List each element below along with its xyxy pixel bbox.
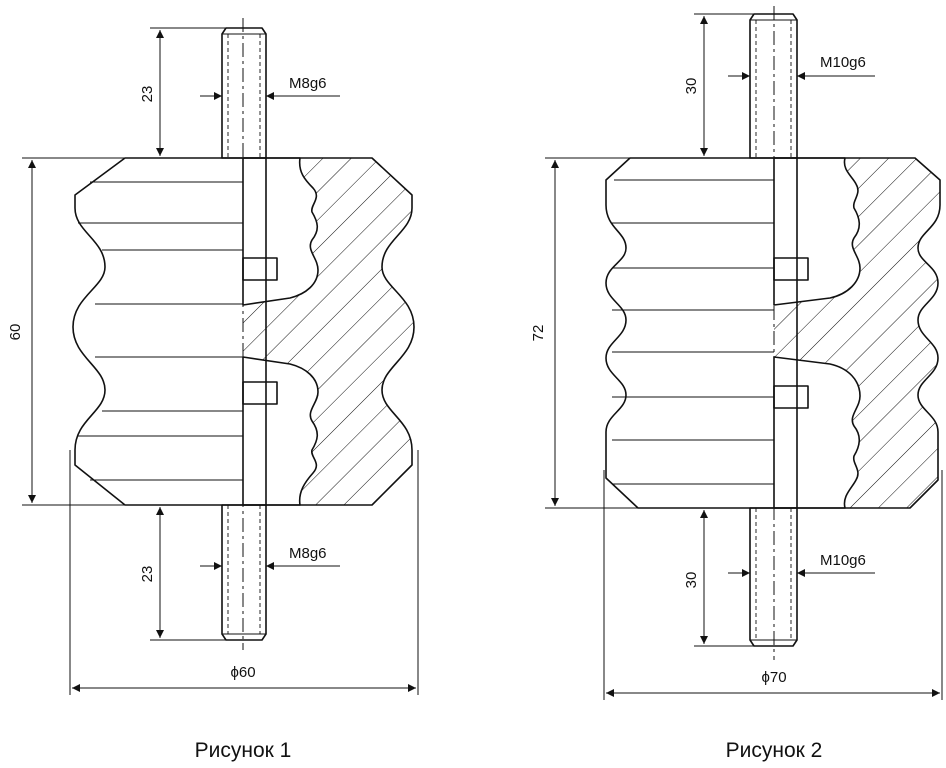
figure-1-bottom-stud-dim: 23 [139,566,156,583]
figure-1-diameter-dim: ϕ60 [230,664,255,681]
figure-2-thread-top: M10g6 [820,54,866,71]
figure-2-height-dim: 72 [530,325,547,342]
figure-2-diameter-dim: ϕ70 [761,669,786,686]
figure-1-caption: Рисунок 1 [195,739,292,762]
figure-1: 60 23 M8g6 23 M8g6 ϕ60 Рисунок 1 [7,18,419,762]
figure-2: 72 30 M10g6 30 M10g6 ϕ70 Рисунок 2 [530,6,943,762]
figure-1-bottom-insert-hatch [242,356,319,506]
figure-2-thread-bottom: M10g6 [820,552,866,569]
figure-2-top-stud-dim: 30 [683,78,700,95]
figure-2-bottom-insert-hatch [773,356,861,509]
figure-1-body-outline [72,157,415,506]
figure-2-top-insert [774,158,860,305]
figure-2-body-outline [605,157,941,509]
figure-1-top-insert-hatch [242,157,319,306]
figure-2-bottom-stud-dim: 30 [683,572,700,589]
figure-1-bottom-insert [243,357,318,505]
figure-1-top-insert [243,158,318,305]
figure-2-caption: Рисунок 2 [726,739,823,762]
figure-2-bottom-insert [774,357,860,508]
figure-1-thread-bottom: M8g6 [289,545,327,562]
figure-1-top-stud-dim: 23 [139,86,156,103]
figure-1-top-stud [221,27,267,159]
figure-1-height-dim: 60 [7,324,24,341]
figure-2-top-insert-hatch [773,157,861,306]
figure-1-thread-top: M8g6 [289,75,327,92]
figure-1-bottom-stud [221,504,267,641]
